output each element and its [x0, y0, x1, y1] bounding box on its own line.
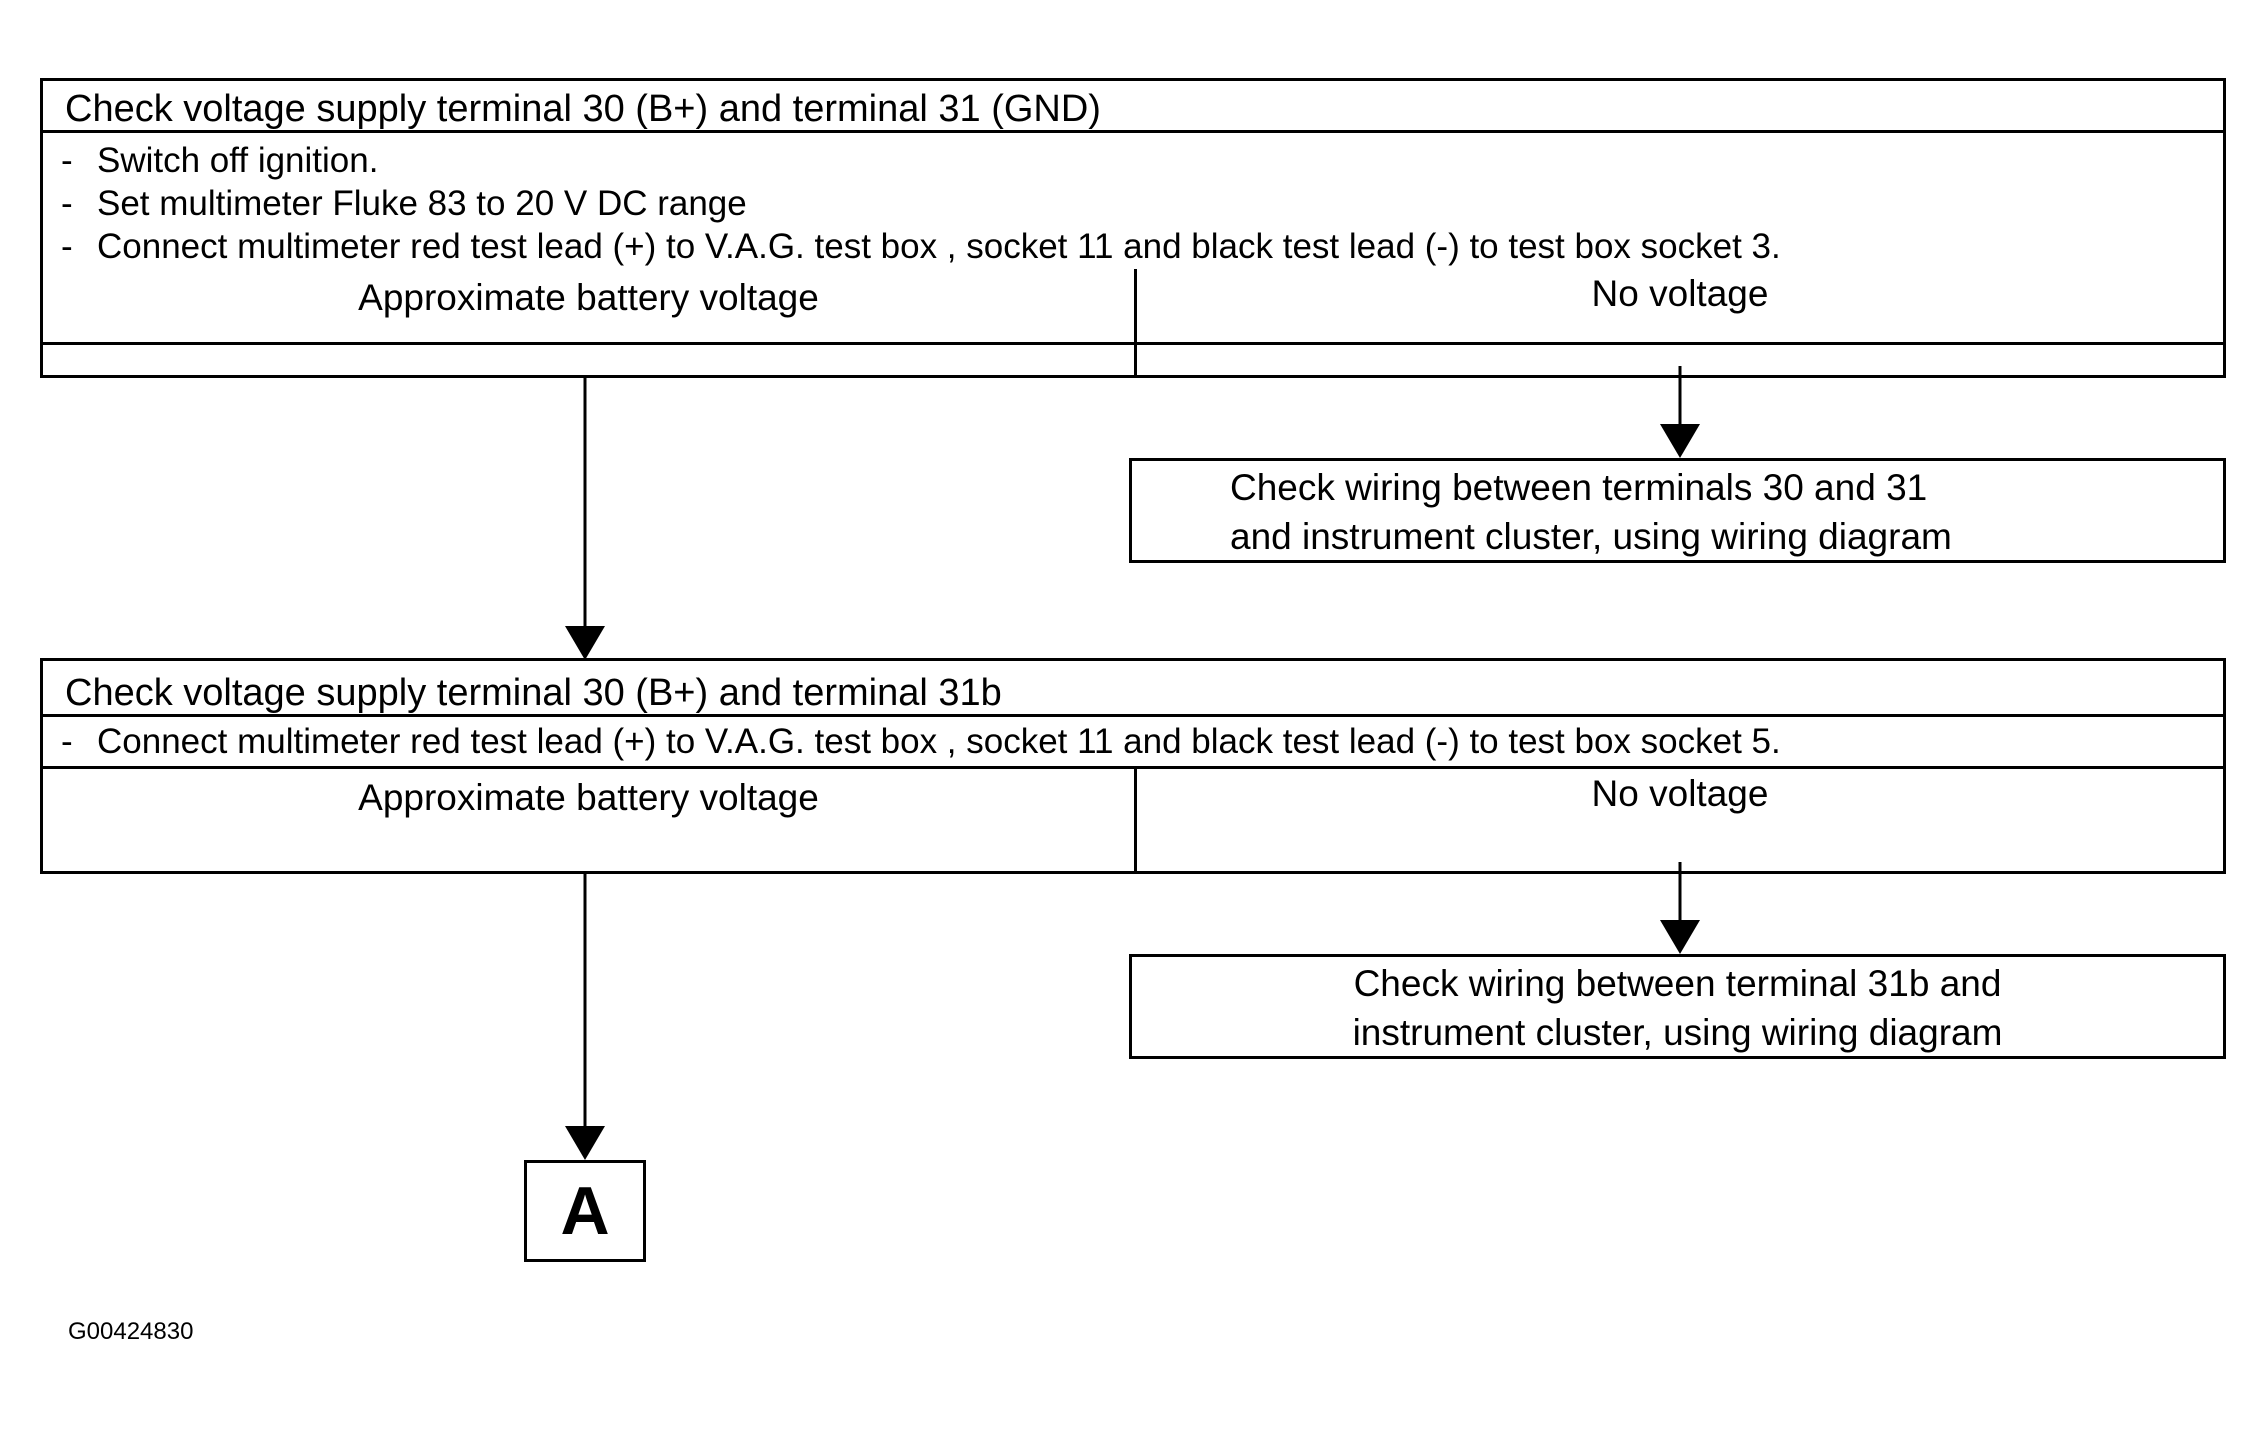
step2-fail-action-line: instrument cluster, using wiring diagram: [1352, 1012, 2003, 1053]
step2-box: Check voltage supply terminal 30 (B+) an…: [40, 658, 2226, 874]
step1-instruction: Connect multimeter red test lead (+) to …: [61, 225, 2223, 268]
step2-result-ok-label: Approximate battery voltage: [358, 777, 819, 818]
step2-fail-action-box: Check wiring between terminal 31b and in…: [1129, 954, 2226, 1059]
arrow-step1-ok-head: [565, 626, 605, 660]
connector-a: A: [524, 1160, 646, 1262]
step1-title: Check voltage supply terminal 30 (B+) an…: [43, 81, 2223, 133]
step1-instruction: Switch off ignition.: [61, 139, 2223, 182]
step1-fail-action-line: and instrument cluster, using wiring dia…: [1230, 516, 1952, 557]
step1-result-fail-label: No voltage: [1591, 273, 1769, 314]
step2-result-fail: No voltage: [1134, 769, 2223, 871]
arrow-step1-fail-head: [1660, 424, 1700, 458]
step1-result-ok: Approximate battery voltage: [43, 269, 1134, 375]
arrow-step2-ok-head: [565, 1126, 605, 1160]
arrow-step2-fail-head: [1660, 920, 1700, 954]
step1-result-fail: No voltage: [1134, 269, 2223, 375]
step1-instruction: Set multimeter Fluke 83 to 20 V DC range: [61, 182, 2223, 225]
step2-instructions: Connect multimeter red test lead (+) to …: [43, 717, 2223, 769]
step1-instructions: Switch off ignition. Set multimeter Fluk…: [43, 133, 2223, 345]
step1-fail-action-box: Check wiring between terminals 30 and 31…: [1129, 458, 2226, 563]
step1-box: Check voltage supply terminal 30 (B+) an…: [40, 78, 2226, 378]
step2-result-fail-label: No voltage: [1591, 773, 1769, 814]
step2-title: Check voltage supply terminal 30 (B+) an…: [43, 661, 2223, 717]
step2-fail-action-line: Check wiring between terminal 31b and: [1353, 963, 2002, 1004]
figure-id: G00424830: [68, 1318, 194, 1345]
step2-instruction: Connect multimeter red test lead (+) to …: [61, 720, 2223, 763]
step1-fail-action-line: Check wiring between terminals 30 and 31: [1230, 467, 1928, 508]
step1-result-ok-label: Approximate battery voltage: [358, 277, 819, 318]
step2-result-ok: Approximate battery voltage: [43, 769, 1134, 871]
